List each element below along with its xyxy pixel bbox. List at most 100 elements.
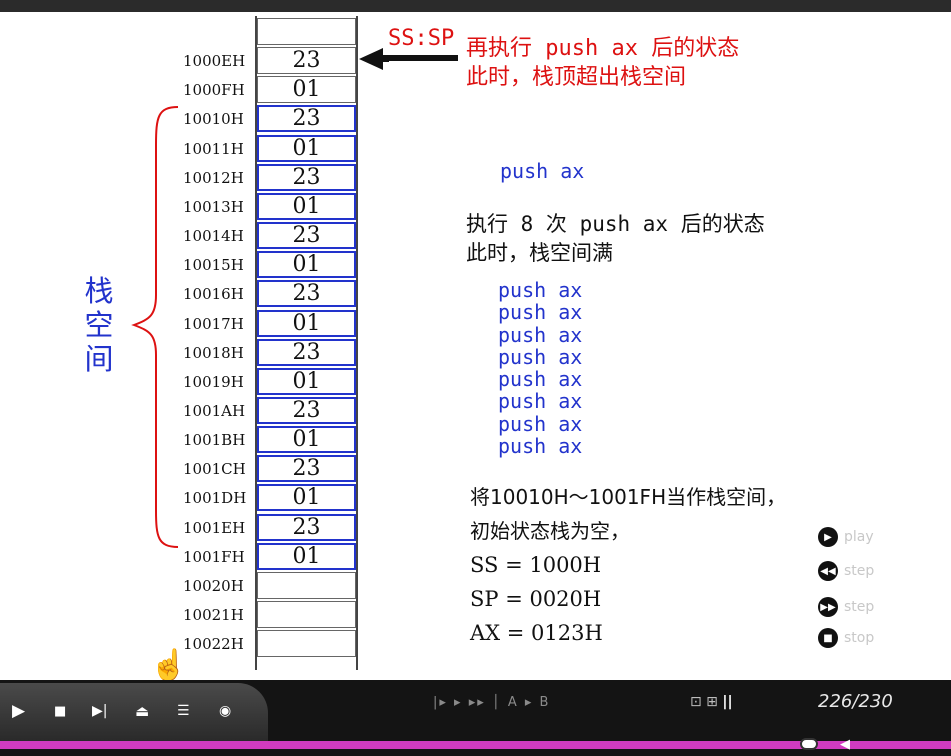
stop-button-icon[interactable]: ■ [54, 704, 67, 719]
ss-sp-pointer-label: SS:SP [388, 26, 455, 51]
stack-address: 10011H [183, 139, 244, 158]
stack-cell: 23 [257, 513, 356, 541]
hand-cursor-icon: ☝ [150, 648, 188, 683]
init-notes: 将10010H～1001FH当作栈空间， 初始状态栈为空， SS = 1000H… [470, 480, 786, 650]
stack-cell: 23 [257, 163, 356, 191]
stack-cell: 01 [257, 367, 356, 395]
stack-cell: 01 [257, 76, 356, 104]
volume-knob[interactable] [800, 738, 818, 750]
stack-space-brace [131, 106, 179, 548]
stack-label-char: 间 [84, 342, 114, 376]
step-back-control[interactable]: ◀◀ step [818, 561, 874, 581]
play-icon: ▶ [818, 527, 838, 547]
stack-address: 10019H [183, 372, 244, 391]
stack-cell [257, 601, 356, 628]
stack-address: 1001FH [183, 547, 245, 566]
stack-right-rail [356, 16, 358, 670]
stack-cell: 01 [257, 134, 356, 162]
single-push-instruction: push ax [500, 159, 585, 183]
stack-cell [257, 18, 356, 45]
stack-address: 1001EH [183, 518, 246, 537]
stack-address: 1001BH [183, 431, 246, 450]
stack-address: 10012H [183, 168, 244, 187]
stack-cell: 23 [257, 396, 356, 424]
stack-cell: 23 [257, 338, 356, 366]
view-controls[interactable]: ⊡ ⊞ || [690, 694, 733, 710]
push-list-item: push ax [498, 300, 583, 325]
eight-push-line1: 执行 8 次 push ax 后的状态 [466, 212, 765, 236]
step-forward-control[interactable]: ▶▶ step [818, 597, 874, 617]
stack-cell [257, 571, 356, 599]
push-list-item: push ax [498, 278, 583, 302]
push-list-item: push ax [498, 344, 583, 369]
stack-address: 10014H [183, 227, 244, 246]
stack-label-char: 空 [84, 308, 114, 342]
stack-address: 10016H [183, 285, 244, 304]
stack-cell: 01 [257, 192, 356, 220]
menu-button-icon[interactable]: ☰ [177, 703, 190, 719]
stack-address [183, 19, 255, 46]
speaker-icon[interactable]: ◀ [840, 737, 850, 752]
stack-address: 1001DH [183, 489, 247, 508]
stack-address: 10020H [183, 576, 244, 595]
push-list: push ax push ax push ax push ax push ax … [498, 278, 583, 459]
stack-label-char: 栈 [84, 274, 114, 308]
stack-address: 10010H [183, 110, 244, 129]
player-button-panel [0, 683, 268, 741]
stop-icon: ■ [818, 628, 838, 648]
push-list-item: push ax [498, 411, 583, 436]
stack-address: 1001AH [183, 401, 246, 420]
ab-label: A ▸ B [507, 695, 551, 710]
stack-address: 10015H [183, 256, 244, 275]
stack-cell: 01 [257, 309, 356, 337]
play-label: play [844, 529, 874, 545]
stack-address: 1001CH [183, 460, 246, 479]
window-top-bar [0, 0, 951, 12]
push-list-item: push ax [498, 389, 583, 414]
stack-left-rail [255, 16, 257, 670]
step-forward-label: step [844, 599, 875, 615]
init-note-range: 将10010H～1001FH当作栈空间， [470, 485, 787, 509]
stop-control[interactable]: ■ stop [818, 628, 874, 648]
stack-address: 1000EH [183, 52, 246, 71]
eight-push-note: 执行 8 次 push ax 后的状态 此时，栈空间满 [466, 210, 765, 268]
overflow-note-line2: 此时，栈顶超出栈空间 [466, 65, 687, 90]
push-list-item: push ax [498, 322, 583, 347]
stack-cell: 23 [257, 47, 356, 75]
step-back-label: step [844, 563, 875, 579]
eight-push-line2: 此时，栈空间满 [466, 241, 613, 265]
stop-label: stop [844, 630, 875, 646]
stack-cell: 01 [257, 426, 356, 454]
eject-button-icon[interactable]: ⏏ [135, 702, 150, 720]
stack-cell: 01 [257, 251, 356, 279]
stack-cell: 01 [257, 484, 356, 512]
stack-address: 1000FH [183, 81, 245, 100]
next-button-icon[interactable]: ▶| [92, 703, 108, 719]
stack-address: 10018H [183, 343, 244, 362]
stack-cell: 23 [257, 280, 356, 308]
settings-button-icon[interactable]: ◉ [219, 703, 232, 719]
playback-arrows-icon: |▸ ▸ ▸▸ │ [433, 695, 508, 710]
ab-repeat-controls[interactable]: |▸ ▸ ▸▸ │ A ▸ B [433, 695, 550, 710]
overflow-note: 再执行 push ax 后的状态 此时，栈顶超出栈空间 [466, 34, 739, 92]
push-list-item: push ax [498, 434, 583, 459]
pause-icon: || [722, 694, 733, 710]
arrow-shaft [380, 55, 458, 61]
init-note-sp: SP = 0020H [470, 587, 602, 611]
stack-cell [257, 630, 356, 658]
stack-address: 10017H [183, 314, 244, 333]
stack-address: 10021H [183, 606, 244, 624]
init-note-ss: SS = 1000H [470, 553, 602, 577]
play-control[interactable]: ▶ play [818, 527, 874, 547]
play-button-icon[interactable]: ▶ [12, 701, 26, 721]
overflow-note-line1: 再执行 push ax 后的状态 [466, 36, 740, 61]
stack-space-label: 栈 空 间 [82, 274, 116, 376]
frame-counter: 226/230 [818, 691, 893, 712]
push-list-item: push ax [498, 367, 583, 392]
progress-bar[interactable] [0, 741, 951, 749]
init-note-empty: 初始状态栈为空， [470, 519, 630, 543]
caption-icon: ⊡ ⊞ [690, 694, 723, 710]
stack-cell: 23 [257, 105, 356, 133]
stack-address: 10013H [183, 197, 244, 216]
stack-cell: 23 [257, 222, 356, 250]
